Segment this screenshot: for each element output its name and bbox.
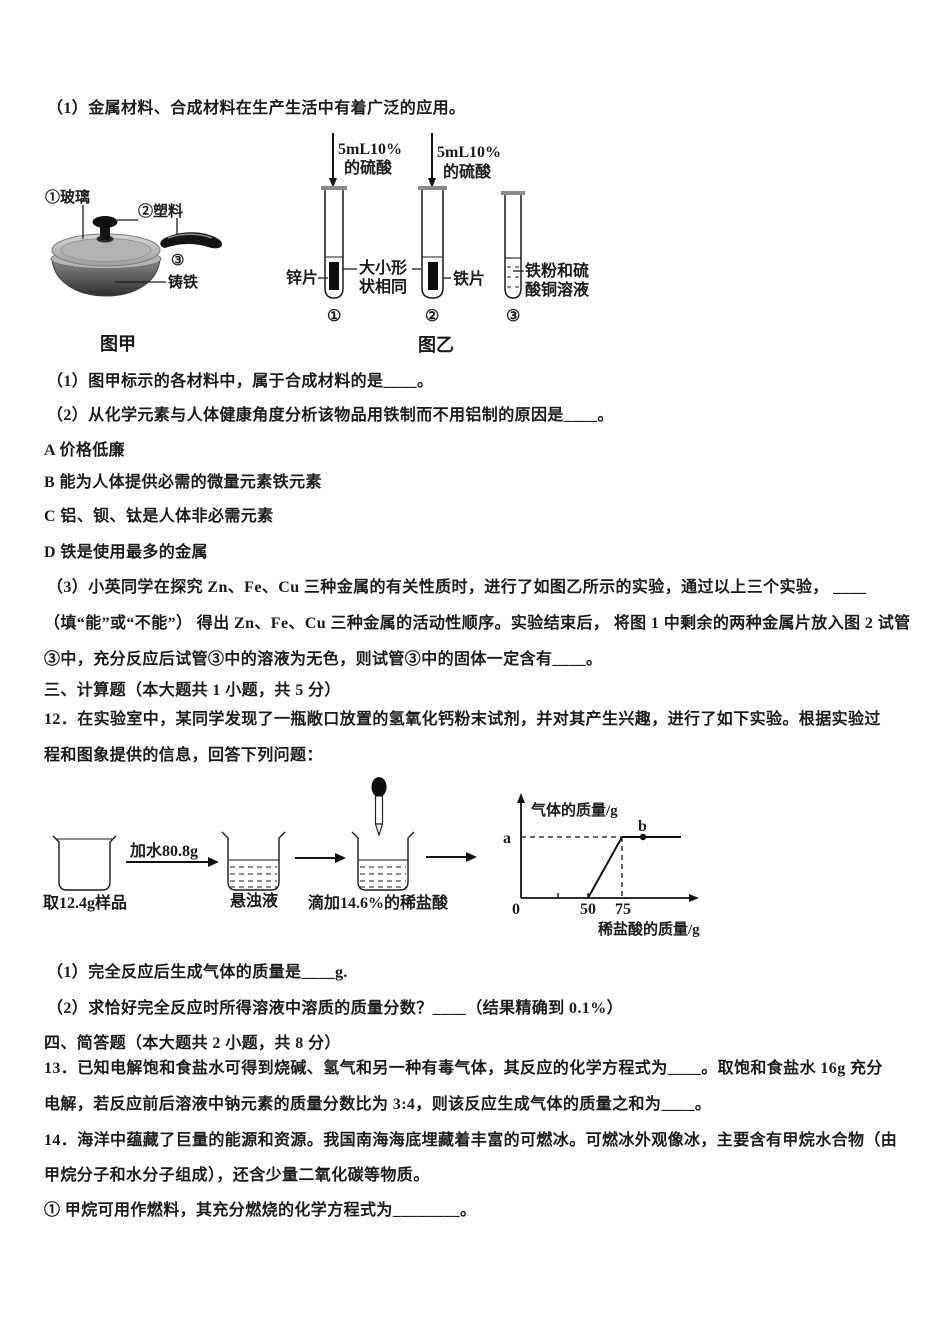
plastic-label: ②塑料	[138, 202, 183, 220]
section3-header: 三、计算题（本大题共 1 小题，共 5 分）	[44, 682, 341, 699]
section4-header: 四、简答题（本大题共 2 小题，共 8 分）	[44, 1035, 341, 1052]
add-water-label: 加水80.8g	[129, 841, 198, 860]
knob-stem	[100, 226, 110, 240]
flow-arrow-1-head	[208, 857, 219, 867]
same-size-line2: 状相同	[359, 277, 407, 296]
label-a: a	[503, 830, 511, 847]
beaker-3	[351, 831, 415, 891]
q11-part3-line2: （填“能”或“不能”） 得出 Zn、Fe、Cu 三种金属的活动性顺序。实验结束后…	[44, 615, 911, 632]
tube3-label-line1: 铁粉和硫	[525, 261, 589, 280]
pointer-lines	[82, 205, 178, 283]
intro-line: （1）金属材料、合成材料在生产生活中有着广泛的应用。	[47, 100, 466, 117]
acid-arrows	[332, 133, 433, 179]
tube1-body	[324, 190, 344, 299]
q11-part3-line3: ③中，充分反应后试管③中的溶液为无色，则试管③中的固体一定含有____。	[44, 651, 603, 668]
test-tube-1	[321, 186, 347, 299]
tube2-body	[421, 190, 444, 299]
graph-ylabel: 气体的质量/g	[530, 801, 618, 819]
add-acid-label: 滴加14.6%的稀盐酸	[308, 893, 449, 912]
y-axis-arrow	[517, 793, 525, 803]
zinc-label: 锌片	[286, 268, 318, 287]
label-b: b	[638, 818, 647, 835]
gas-mass-graph: 气体的质量/g a b 0 50 75 稀盐酸的质量/g	[503, 793, 700, 938]
q12-sub1: （1）完全反应后生成气体的质量是____g.	[47, 964, 348, 981]
q14-line3: ① 甲烷可用作燃料，其充分燃烧的化学方程式为________。	[44, 1202, 477, 1219]
figure-yi-caption: 图乙	[418, 335, 454, 355]
suspension-label: 悬浊液	[229, 891, 279, 910]
flow-arrow-2-head	[335, 853, 346, 863]
acid-label-1-line2: 的硫酸	[344, 158, 393, 177]
graph-xlabel: 稀盐酸的质量/g	[598, 920, 700, 938]
tube-pointer-lines	[318, 268, 524, 279]
q12-sub2: （2）求恰好完全反应时所得溶液中溶质的质量分数？____（结果精确到 0.1%）	[47, 1000, 624, 1017]
beaker-3-liquid-dashes	[360, 866, 406, 888]
cast-iron-label: 铸铁	[168, 273, 198, 291]
tube2-number: ②	[425, 308, 439, 325]
beaker-2-suspension-dashes	[230, 866, 277, 888]
tube3-label-line2: 酸铜溶液	[525, 280, 590, 299]
q11-part2: （2）从化学元素与人体健康角度分析该物品用铁制而不用铝制的原因是____。	[47, 407, 614, 424]
figure-yi-tubes-diagram: 5mL10% 的硫酸 5mL10% 的硫酸 锌片 大小形 状相同 铁片 铁粉和硫…	[286, 133, 590, 355]
acid-label-1-line1: 5mL10%	[338, 141, 402, 158]
q12-line2: 程和图象提供的信息，回答下列问题：	[44, 747, 323, 764]
wok-handle-highlight	[167, 233, 213, 239]
q11-option-c: C 铝、钡、钛是人体非必需元素	[44, 508, 274, 525]
tube1-number: ①	[327, 308, 341, 325]
test-tube-3	[501, 191, 525, 299]
dropper-tip	[374, 823, 384, 837]
zinc-piece	[329, 262, 339, 290]
test-tube-2	[418, 186, 447, 299]
q11-part1: （1）图甲标示的各材料中，属于合成材料的是____。	[47, 373, 434, 390]
q11-option-a: A 价格低廉	[44, 442, 126, 459]
acid-label-2-line1: 5mL10%	[437, 144, 501, 161]
point-b-dot	[639, 833, 647, 841]
dropper-tube	[374, 795, 384, 825]
iron-piece	[428, 262, 438, 290]
acid-label-2-line2: 的硫酸	[443, 162, 492, 181]
acid-arrow-2-head	[428, 178, 436, 188]
q13-line2: 电解，若反应前后溶液中钠元素的质量分数比为 3:4，则该反应生成气体的质量之和为…	[44, 1096, 712, 1113]
dropper-icon	[371, 777, 387, 837]
same-size-line1: 大小形	[359, 258, 407, 277]
q14-line1: 14．海洋中蕴藏了巨量的能源和资源。我国南海海底埋藏着丰富的可燃冰。可燃冰外观像…	[44, 1132, 898, 1149]
label-50: 50	[580, 901, 596, 918]
beaker-2	[221, 831, 286, 891]
glass-label: ①玻璃	[45, 188, 90, 206]
q13-line1: 13．已知电解饱和食盐水可得到烧碱、氢气和另一种有毒气体，其反应的化学方程式为_…	[44, 1060, 883, 1077]
q11-option-d: D 铁是使用最多的金属	[44, 544, 208, 561]
acid-arrow-1-head	[329, 178, 337, 188]
wok-bowl	[51, 258, 161, 297]
wok-image	[50, 216, 223, 297]
q12-line1: 12．在实验室中，某同学发现了一瓶敞口放置的氢氧化钙粉末试剂，并对其产生兴趣，进…	[44, 711, 881, 728]
num3-label: ③	[171, 253, 184, 269]
q11-option-b: B 能为人体提供必需的微量元素铁元素	[44, 474, 322, 491]
flow-arrow-3-head	[466, 852, 477, 862]
label-origin: 0	[512, 901, 520, 918]
figure-jia-caption: 图甲	[100, 334, 136, 354]
q14-line2: 甲烷分子和水分子组成），还含少量二氧化碳等物质。	[44, 1167, 430, 1184]
sample-label: 取12.4g样品	[43, 893, 127, 912]
curve-rising-segment	[587, 836, 623, 899]
tube3-solution-dashes	[507, 266, 519, 288]
label-75: 75	[615, 901, 631, 918]
tube3-body	[504, 195, 522, 299]
figure-jia-wok-diagram: ①玻璃 ②塑料 ③ 铸铁 图甲	[45, 188, 223, 354]
x-axis-arrow	[689, 894, 699, 902]
experiment-flow-diagram: 加水80.8g 取12.4g样品 悬浊液 滴加14.6%的稀盐酸	[43, 777, 477, 912]
beaker-1	[52, 835, 117, 891]
knob-cap	[92, 216, 118, 228]
q11-part3-line1: （3）小英同学在探究 Zn、Fe、Cu 三种金属的有关性质时，进行了如图乙所示的…	[47, 579, 867, 596]
tube3-number: ③	[506, 308, 520, 325]
iron-label: 铁片	[453, 269, 485, 288]
dropper-bulb	[371, 777, 387, 797]
